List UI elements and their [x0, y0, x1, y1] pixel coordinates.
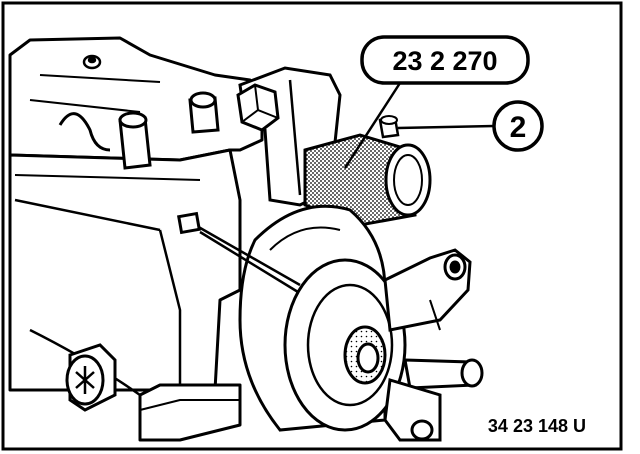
adjusting-arm [383, 248, 472, 332]
housing-contour [58, 112, 111, 152]
item-leader-line [397, 124, 495, 130]
screw-head-icon [65, 343, 117, 412]
hex-bolt-icon [236, 83, 280, 132]
upper-stud-icon [188, 91, 220, 134]
item-number-callout: 2 [397, 100, 544, 152]
item-number-label: 2 [510, 111, 527, 144]
left-stud-icon [118, 111, 152, 170]
timing-pointer [177, 211, 301, 294]
figure-border [1, 1, 623, 451]
drive-shaft [403, 358, 484, 390]
flange-disc [283, 258, 407, 432]
special-tool-sleeve [303, 115, 432, 227]
top-bolt-icon [82, 54, 102, 70]
tool-number-callout: 23 2 270 [343, 35, 530, 169]
tool-number-label: 23 2 270 [392, 46, 497, 76]
lower-bracket [383, 378, 442, 442]
tool-leader-line [343, 82, 402, 169]
figure-reference: 34 23 148 U [488, 416, 586, 436]
pump-housing [8, 36, 264, 442]
tool-number-frame [360, 35, 530, 85]
